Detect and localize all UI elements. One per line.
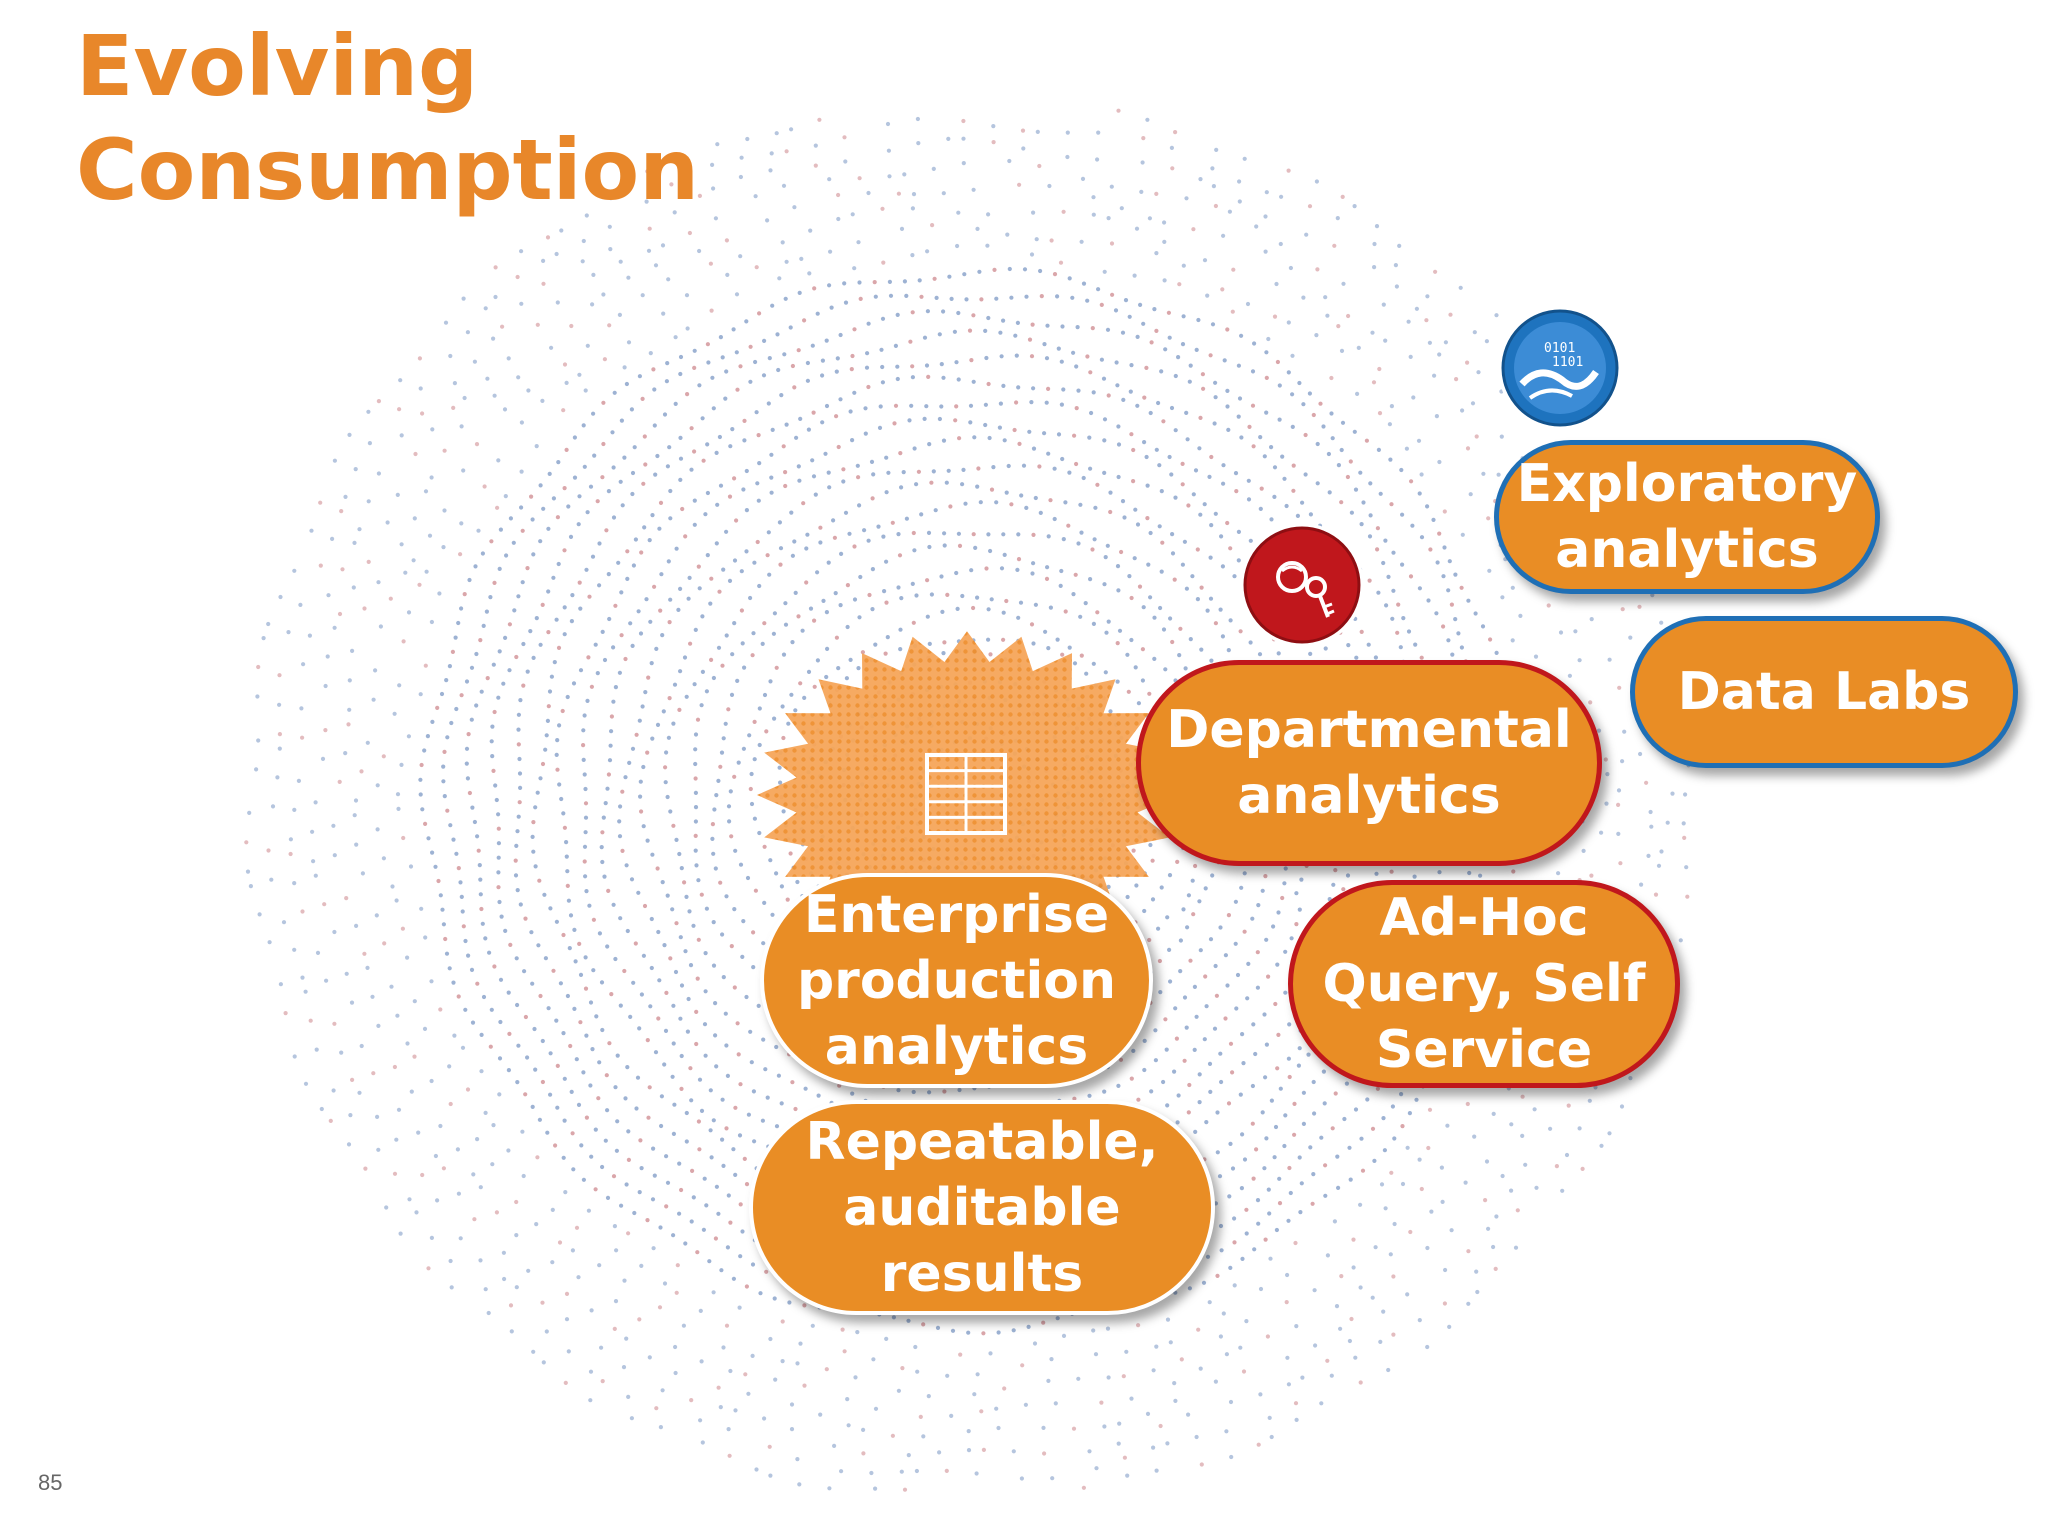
- page-number: 85: [38, 1470, 63, 1495]
- title-line-2: Consumption: [76, 121, 700, 219]
- enterprise-line-3: analytics: [824, 1016, 1089, 1077]
- enterprise-analytics-bubble: Enterprise production analytics: [760, 873, 1153, 1088]
- svg-text:0101: 0101: [1544, 341, 1575, 356]
- slide-title: Evolving Consumption: [76, 14, 699, 222]
- datalabs-line-1: Data Labs: [1677, 662, 1971, 722]
- departmental-line-2: analytics: [1237, 766, 1501, 826]
- exploratory-line-1: Exploratory: [1516, 454, 1858, 514]
- adhoc-line-3: Service: [1375, 1020, 1593, 1080]
- departmental-line-1: Departmental: [1166, 700, 1572, 760]
- enterprise-line-2: production: [796, 950, 1117, 1011]
- repeatable-results-bubble: Repeatable, auditable results: [749, 1100, 1215, 1315]
- exploratory-analytics-bubble: Exploratory analytics: [1494, 440, 1880, 594]
- data-labs-bubble: Data Labs: [1630, 616, 2018, 768]
- title-line-1: Evolving: [76, 17, 479, 115]
- center-starburst: [757, 631, 1177, 915]
- data-wave-icon: 0101 1101: [1498, 306, 1622, 430]
- adhoc-line-1: Ad-Hoc: [1379, 888, 1589, 948]
- svg-text:1101: 1101: [1552, 355, 1583, 370]
- adhoc-line-2: Query, Self: [1322, 954, 1646, 1014]
- repeatable-line-1: Repeatable,: [805, 1111, 1159, 1172]
- departmental-analytics-bubble: Departmental analytics: [1136, 660, 1602, 866]
- key-and-brain-icon: [1240, 523, 1364, 647]
- repeatable-line-3: results: [880, 1243, 1084, 1304]
- repeatable-line-2: auditable: [843, 1177, 1121, 1238]
- adhoc-query-bubble: Ad-Hoc Query, Self Service: [1288, 880, 1680, 1088]
- exploratory-line-2: analytics: [1555, 520, 1819, 580]
- database-table-icon: [925, 753, 1007, 835]
- enterprise-line-1: Enterprise: [803, 884, 1110, 945]
